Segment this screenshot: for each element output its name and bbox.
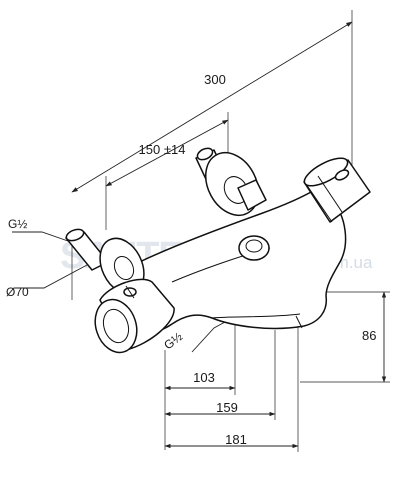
dim-label-159: 159 — [216, 400, 238, 415]
dim-label-300: 300 — [204, 72, 226, 87]
safety-button — [334, 169, 350, 181]
mixer-body — [65, 147, 371, 354]
dim-label-150: 150 ±14 — [139, 142, 186, 157]
dim-label-diameter: Ø70 — [6, 285, 29, 299]
dim-label-181: 181 — [225, 432, 247, 447]
dim-label-103: 103 — [193, 370, 215, 385]
dim-line-150 — [105, 119, 229, 187]
dimension-lines — [71, 21, 387, 449]
mixer-housing — [119, 187, 347, 334]
dim-label-outlet-thread: G½ — [161, 329, 185, 352]
dim-label-inlet-thread: G½ — [8, 217, 27, 231]
diverter-knob — [238, 235, 270, 261]
dim-label-86: 86 — [362, 328, 376, 343]
